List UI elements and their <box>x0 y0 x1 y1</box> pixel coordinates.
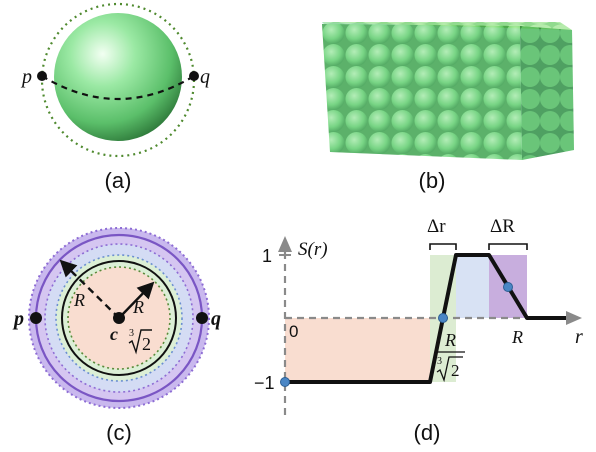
big-radius-label: R <box>73 290 85 310</box>
lattice-front-face <box>322 24 522 160</box>
point-p-label: p <box>12 308 24 330</box>
caption-d: (d) <box>414 420 441 445</box>
bracket-delta-r <box>429 243 457 250</box>
y-axis-label: S(r) <box>298 239 328 260</box>
point-q-dot <box>196 312 208 324</box>
small-radius-label: R <box>132 297 144 317</box>
center-label: c <box>110 324 118 344</box>
point-p-dot <box>37 71 47 81</box>
x-axis-arrow <box>566 311 582 325</box>
sphere <box>54 13 182 141</box>
point-p-label: p <box>20 66 32 88</box>
point-q-label: q <box>211 308 221 330</box>
band-core <box>285 318 430 382</box>
origin-label: 0 <box>289 322 298 341</box>
small-radius-arrow <box>118 281 155 319</box>
cube-root-two-c: 3 2 <box>128 328 152 355</box>
marker-outer-slope <box>503 282 513 292</box>
bracket-delta-R <box>488 243 528 250</box>
geodesic-path <box>41 75 195 101</box>
x-axis-label: r <box>575 326 583 348</box>
caption-c: (c) <box>106 420 132 445</box>
radical-sign <box>128 329 152 355</box>
caption-b: (b) <box>419 168 446 193</box>
point-q-dot <box>189 71 199 81</box>
r-label: R <box>511 327 523 347</box>
s-curve <box>285 253 566 384</box>
panel-a: p q (a) <box>20 2 210 193</box>
point-q-label: q <box>200 66 210 88</box>
panel-b: (b) <box>322 22 574 193</box>
caption-a: (a) <box>105 168 132 193</box>
y-tick-minus-1-label: −1 <box>254 373 275 393</box>
band-middle <box>456 255 489 318</box>
cbrt-index: 3 <box>129 328 134 339</box>
delta-r-label: Δr <box>427 216 446 237</box>
radical-sign <box>436 356 463 383</box>
panel-d: S(r) r 1 −1 0 Δr ΔR R 3 2 R (d) <box>254 216 583 445</box>
y-tick-1-label: 1 <box>262 246 272 266</box>
marker-minus-one <box>280 377 290 387</box>
lattice-haze <box>322 22 574 160</box>
cbrt-radicand: 2 <box>142 334 151 354</box>
lattice-side-face <box>520 26 574 160</box>
panel-c: p q R R c 3 2 (c) <box>12 227 221 445</box>
r-over-cube-root-two-label: R 3 2 <box>435 330 465 383</box>
point-p-dot <box>30 312 42 324</box>
center-dot <box>113 312 125 324</box>
marker-zero-crossing <box>438 313 448 323</box>
y-axis-arrow <box>278 236 292 252</box>
delta-R-label: ΔR <box>490 216 515 237</box>
cbrt-radicand: 2 <box>451 361 460 380</box>
big-radius-arrow <box>59 259 120 319</box>
cbrt-index: 3 <box>437 356 442 367</box>
fraction-numerator: R <box>444 330 456 350</box>
